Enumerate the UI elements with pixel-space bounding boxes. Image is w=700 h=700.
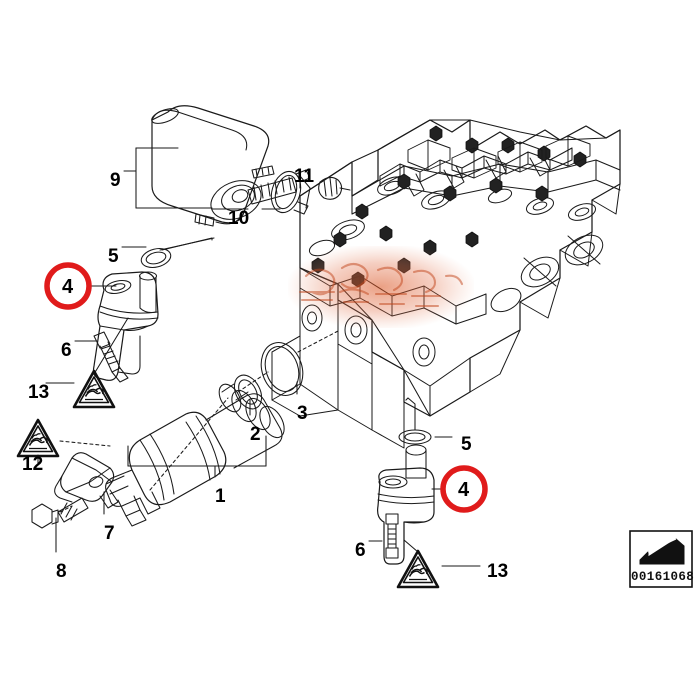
part-label-5-upper: 5	[108, 246, 119, 267]
oring-3	[260, 342, 304, 396]
part-8-flange-bolt	[31, 497, 89, 529]
oring-5-upper	[140, 248, 172, 268]
orientation-arrow-icon	[639, 538, 685, 565]
callout-4-lower-label: 4	[458, 479, 470, 501]
part-6-bolt-upper	[93, 331, 129, 383]
part-label-6-lower: 6	[355, 540, 366, 561]
part-label-6-upper: 6	[61, 340, 72, 361]
part-label-10: 10	[228, 208, 250, 229]
oring-2	[233, 374, 263, 410]
part-label-13-upper: 13	[28, 382, 50, 403]
part-label-9: 9	[110, 170, 121, 191]
part-label-5-lower: 5	[461, 434, 472, 455]
part-label-13-lower: 13	[487, 561, 509, 582]
part-label-2: 2	[250, 424, 261, 445]
part-label-7: 7	[104, 523, 115, 544]
part-1-solenoid-valve	[105, 374, 285, 527]
part-label-3: 3	[297, 403, 308, 424]
part-10-hose-clamp	[270, 169, 311, 215]
part-label-8: 8	[56, 561, 67, 582]
part-6-bolt-lower	[385, 513, 399, 559]
warning-triangle-13-upper	[72, 369, 116, 409]
callout-4-lower-ring[interactable]	[440, 465, 488, 513]
part-11-grommet	[318, 176, 351, 200]
part-label-1: 1	[215, 486, 226, 507]
part-label-12: 12	[22, 454, 44, 475]
callout-4-upper-label: 4	[62, 276, 74, 298]
warning-triangles	[16, 369, 440, 589]
part-4-sensor-upper	[92, 248, 172, 381]
watermark-overlay	[288, 246, 474, 328]
part-label-11: 11	[294, 166, 315, 187]
callout-4-upper-ring[interactable]	[44, 262, 92, 310]
diagram-id-box	[629, 530, 693, 588]
cylinder-head-drawing	[271, 119, 621, 449]
part-7-bracket	[54, 452, 119, 509]
diagram-id-code: 00161068	[631, 570, 695, 584]
callout-circles	[44, 262, 488, 513]
warning-triangle-12	[16, 418, 60, 458]
part-4-sensor-lower	[377, 429, 435, 565]
part-9-actuator-motor	[151, 105, 297, 227]
leader-lines	[37, 147, 481, 567]
